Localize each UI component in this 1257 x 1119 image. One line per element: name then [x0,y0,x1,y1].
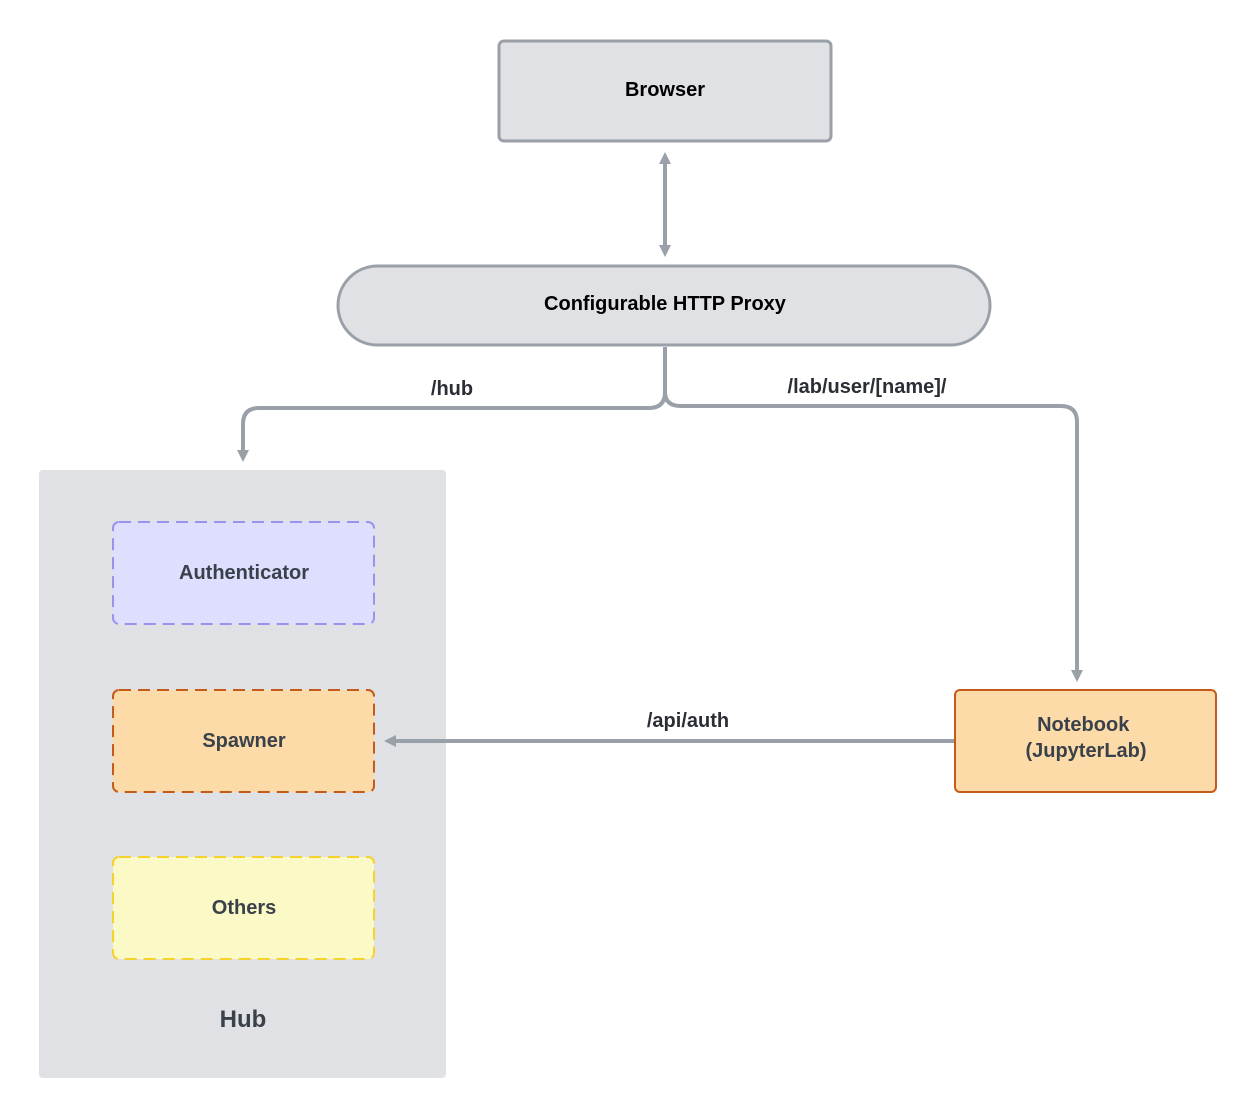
browser-label: Browser [625,79,705,101]
authenticator-box: Authenticator [112,521,375,625]
user-lab-route-label: /lab/user/[name]/ [788,376,947,398]
others-label: Others [212,897,276,919]
spawner-box: Spawner [112,689,375,793]
notebook-node: Notebook (JupyterLab) [954,689,1217,793]
notebook-label: Notebook (JupyterLab) [1025,714,1146,762]
proxy-hub-connector [237,347,667,462]
proxy-label: Configurable HTTP Proxy [544,293,787,315]
hub-label: Hub [220,1006,267,1033]
api-auth-route-label: /api/auth [647,710,729,732]
authenticator-label: Authenticator [179,562,309,584]
spawner-label: Spawner [202,730,286,752]
proxy-notebook-connector [663,391,1083,682]
proxy-node: Configurable HTTP Proxy [336,264,992,347]
notebook-label-line1: Notebook [1037,714,1130,736]
notebook-label-line2: (JupyterLab) [1025,740,1146,762]
others-box: Others [112,856,375,960]
browser-node: Browser [497,39,833,143]
hub-route-label: /hub [431,378,473,400]
